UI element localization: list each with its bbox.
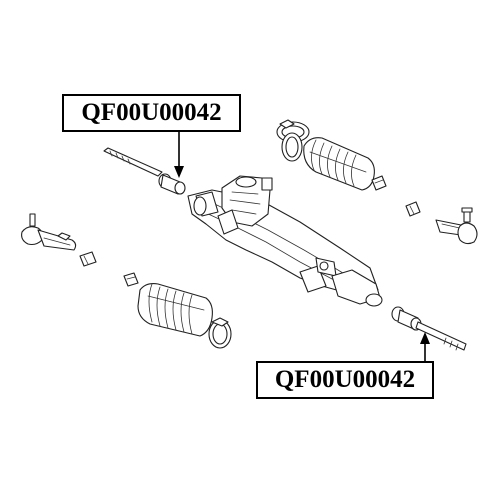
left-tie-rod-end <box>21 213 77 251</box>
left-boot-clamp-large <box>208 317 232 349</box>
right-boot-clamp-small <box>371 175 387 191</box>
right-boot-clamp-large <box>276 119 310 162</box>
right-inner-tie-rod <box>391 306 467 351</box>
top-callout-arrow <box>174 132 184 178</box>
bottom-callout-arrow <box>420 332 430 361</box>
part-number-label-bottom: QF00U00042 <box>256 361 434 399</box>
right-tie-rod-end <box>435 207 478 245</box>
part-number-label-top: QF00U00042 <box>62 94 241 132</box>
left-inner-tie-rod <box>103 147 186 195</box>
right-boot <box>303 137 375 191</box>
left-boot <box>137 283 213 337</box>
right-lock-nut <box>405 201 421 217</box>
steering-rack-housing <box>187 175 383 307</box>
left-lock-nut <box>79 251 97 267</box>
left-boot-clamp-small <box>123 272 139 287</box>
